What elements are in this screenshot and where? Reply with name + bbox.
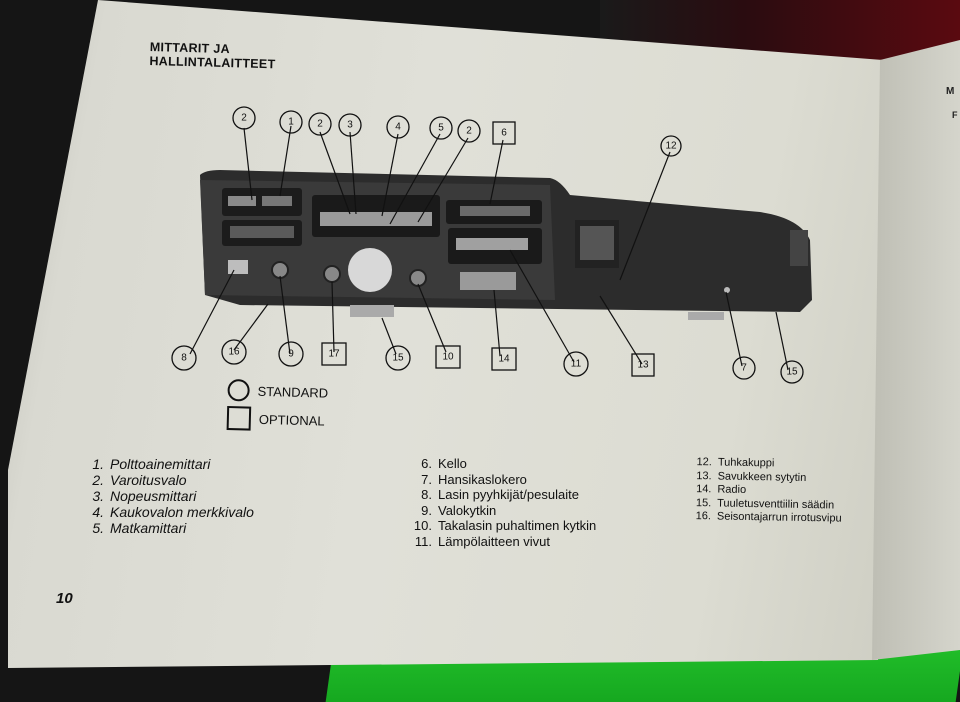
callout-bottom-label: 11 [571,359,582,370]
callout-bottom-label: 10 [442,352,454,363]
list-item: 10.Takalasin puhaltimen kytkin [413,518,597,533]
square-icon [226,405,252,431]
callout-bottom-label: 15 [392,353,404,364]
callout-top-label: 5 [438,123,444,134]
legend: STANDARD OPTIONAL [226,376,329,435]
legend-optional: OPTIONAL [226,404,328,435]
callout-bottom-label: 15 [786,367,798,378]
dashboard-illustration [200,170,812,320]
list-item: 8.Lasin pyyhkijät/pesulaite [421,487,579,502]
dashboard-diagram: 2 1 2 3 4 5 2 6 12 8 16 9 17 15 10 14 11 [171,106,812,384]
legend-standard: STANDARD [227,376,328,407]
legend-standard-label: STANDARD [257,383,329,401]
callout-bottom-label: 14 [498,354,510,365]
list-item: 6.Kello [421,456,467,471]
legend-optional-label: OPTIONAL [258,411,325,429]
callout-top-label: 2 [317,119,323,130]
circle-icon [227,378,250,402]
list-item: 3.Nopeusmittari [92,488,197,504]
callout-bottom-label: 8 [181,353,187,364]
callout-top-label: 6 [501,128,507,139]
callout-top-label: 4 [395,122,401,133]
callouts-bottom: 8 16 9 17 15 10 14 11 13 7 15 [171,339,804,384]
callout-top-label: 2 [241,113,247,124]
manual-page [8,0,883,668]
next-page-fragment-2: F [952,110,958,120]
list-item: 2.Varoitusvalo [92,472,187,488]
page-number: 10 [56,590,73,607]
list-item: 4.Kaukovalon merkkivalo [92,504,254,520]
list-item: 9.Valokytkin [421,502,497,518]
callout-bottom-label: 17 [328,349,340,360]
next-page-fragment: M [946,86,955,97]
callout-bottom-label: 9 [288,349,294,360]
parts-list-column-1: 1.Polttoainemittari 2.Varoitusvalo 3.Nop… [76,456,254,536]
section-title: MITTARIT JA HALLINTALAITTEET [149,40,276,71]
callout-top-label: 3 [347,120,353,131]
list-item: 1.Polttoainemittari [92,456,211,472]
callout-bottom-label: 13 [637,360,649,371]
callout-top-label: 12 [665,141,677,152]
parts-list-column-2: 6.Kello 7.Hansikaslokero 8.Lasin pyyhkij… [412,456,596,549]
callout-top-label: 2 [466,126,472,137]
callout-top-label: 1 [288,117,294,128]
callouts-top: 2 1 2 3 4 5 2 6 12 [232,106,682,157]
list-item: 11.Lämpölaitteen vivut [414,533,551,549]
callout-bottom-label: 16 [228,347,240,358]
list-item: 16.Seisontajarrun irrotusvipu [695,510,842,525]
list-item: 7.Hansikaslokero [421,471,527,487]
next-page-edge [872,40,960,660]
leader-lines [189,125,789,371]
parts-list-column-3: 12.Tuhkakuppi 13.Savukkeen sytytin 14.Ra… [691,456,843,526]
list-item: 5.Matkamittari [92,520,187,536]
callout-bottom-label: 7 [741,363,747,374]
